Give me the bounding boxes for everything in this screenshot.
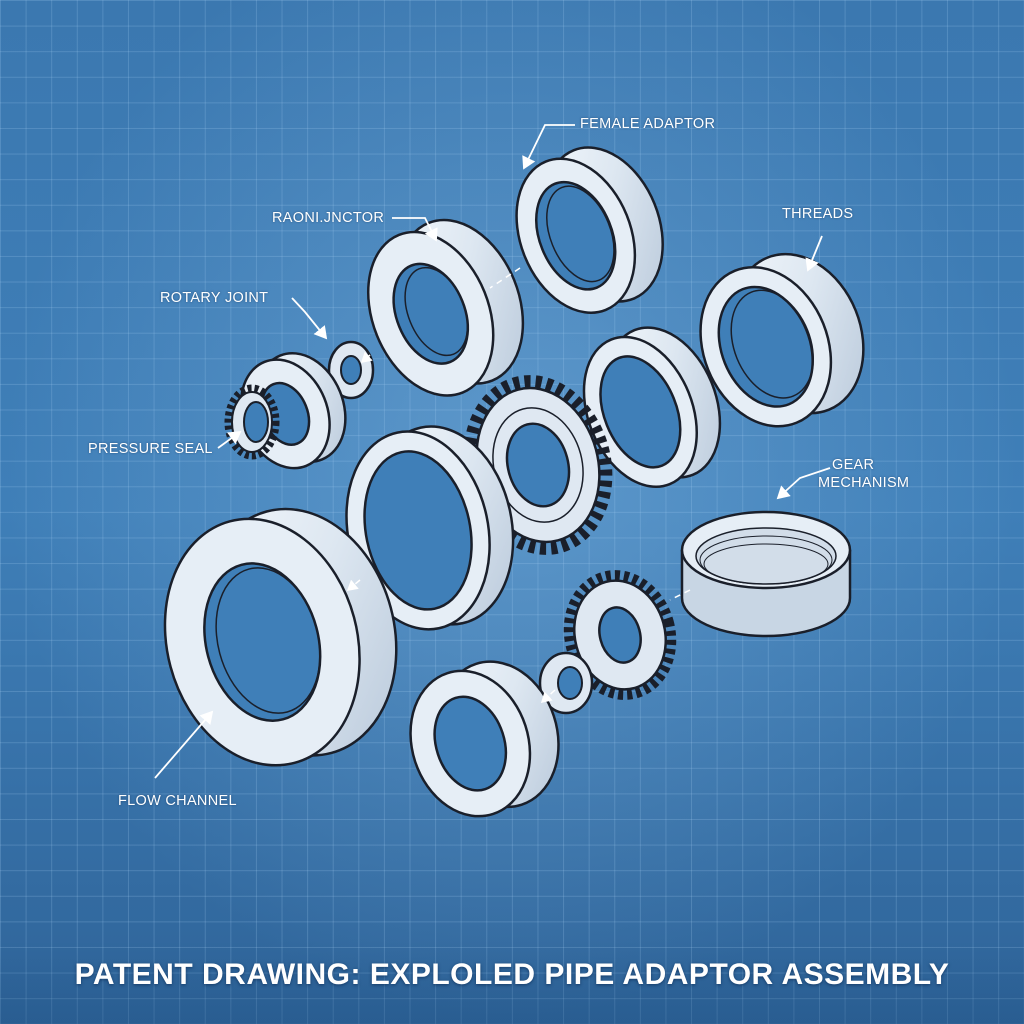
female-adaptor-leader — [522, 124, 575, 170]
leader-lines — [154, 124, 831, 779]
flow-channel-leader — [154, 710, 214, 779]
radial-junctor-leader — [392, 217, 438, 242]
label-threads: THREADS — [782, 206, 854, 222]
pressure-seal-gear — [224, 384, 280, 460]
label-female-adaptor: FEMALE ADAPTOR — [580, 116, 716, 132]
label-pressure-seal: PRESSURE SEAL — [88, 441, 213, 457]
gear-mechanism-cup — [680, 510, 852, 638]
label-flow-channel: FLOW CHANNEL — [118, 793, 237, 809]
lower-washer — [538, 651, 594, 715]
bottom-ring — [409, 660, 560, 818]
female-adaptor-ring — [515, 146, 664, 314]
rotary-joint-leader — [291, 297, 328, 340]
label-rotary-joint: ROTARY JOINT — [160, 290, 269, 306]
rotary-joint-ring — [239, 352, 347, 470]
radial-junctor-ring — [366, 218, 525, 397]
title-band — [0, 940, 1024, 1024]
label-gear: GEAR — [832, 457, 875, 473]
center-large-ring — [345, 425, 515, 631]
assembly-axis-lines — [346, 267, 691, 704]
label-radial-junctor: RAONI.JNCTOR — [272, 210, 385, 226]
threads-ring — [699, 252, 865, 428]
lower-gear — [563, 570, 677, 700]
label-mechanism: MECHANISM — [818, 475, 910, 491]
pressure-seal-leader — [217, 430, 242, 449]
page-title: PATENT DRAWING: EXPLOLED PIPE ADAPTOR AS… — [74, 958, 950, 991]
gear-mechanism-leader — [776, 467, 831, 500]
middle-ring — [582, 326, 722, 489]
flow-channel-ring — [163, 507, 398, 767]
threads-leader — [805, 235, 823, 272]
